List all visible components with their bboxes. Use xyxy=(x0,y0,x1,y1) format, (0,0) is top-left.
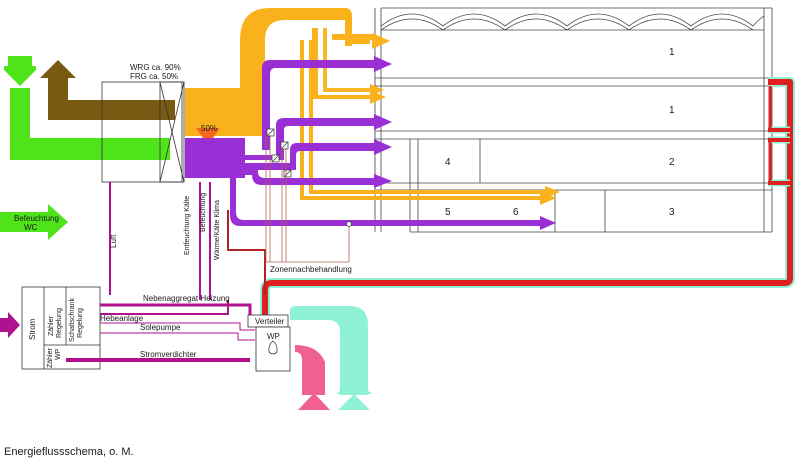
befeuchtung-wc-label-1: Befeuchtung xyxy=(14,214,59,223)
zonennachbehandlung-label: Zonennachbehandlung xyxy=(270,265,352,274)
pink-return-flow xyxy=(295,345,330,410)
strom-input-arrow xyxy=(0,312,20,338)
zone-label: 6 xyxy=(513,207,519,218)
zone-label: 1 xyxy=(669,47,675,58)
stromverdichter-label: Stromverdichter xyxy=(140,350,197,359)
zone-label: 5 xyxy=(445,207,451,218)
zone-label: 2 xyxy=(669,157,675,168)
frg-label: FRG ca. 50% xyxy=(130,72,178,81)
zone-treatment-lines xyxy=(265,135,350,263)
cyan-geothermal-flow xyxy=(290,306,372,410)
strom-panel xyxy=(21,286,101,370)
befeuchtung-wc-arrow xyxy=(0,204,68,240)
heat-pump xyxy=(247,314,291,372)
zone-label: 1 xyxy=(669,105,675,116)
zaehler-regelung-label-1: Zähler xyxy=(48,315,55,336)
building xyxy=(374,8,773,233)
schaltschrank-label-1: Schaltschrank xyxy=(69,298,76,342)
electric-feed-lines xyxy=(66,300,255,362)
wrg-label: WRG ca. 90% xyxy=(130,63,181,72)
befeuchtung-wc-label-2: WC xyxy=(24,223,38,232)
red-heating-circuit xyxy=(227,77,795,315)
zaehler-wp-label-2: WP xyxy=(55,348,62,360)
figure-caption: Energieflussschema, o. M. xyxy=(4,446,134,458)
zaehler-wp-label-1: Zähler xyxy=(47,347,54,368)
roof-arches xyxy=(380,7,772,31)
nebenaggregat-heizung-label: Nebenaggregat Heizung xyxy=(143,294,230,303)
luft-label: Luft xyxy=(109,234,118,248)
wp-label: WP xyxy=(267,332,280,341)
zaehler-regelung-label-2: Regelung xyxy=(56,308,63,338)
waerme-kaelte-klima-label: Wärme/Kälte Klima xyxy=(214,200,221,260)
percent-arrow xyxy=(196,128,220,145)
valve-symbols xyxy=(266,128,352,227)
energy-flow-diagram: 1 1 4 2 5 6 3 Befeuchtung WC WRG ca. 90%… xyxy=(0,7,795,410)
green-air-flow xyxy=(0,56,170,240)
air-handling-unit xyxy=(101,81,185,183)
ahu-feed-lines xyxy=(109,182,211,300)
zone-label: 4 xyxy=(445,157,451,168)
strom-label: Strom xyxy=(28,318,37,340)
solepumpe-label: Solepumpe xyxy=(140,323,181,332)
percent50-label: 50% xyxy=(201,124,217,133)
zone-label: 3 xyxy=(669,207,675,218)
brown-exhaust-flow xyxy=(40,60,175,120)
purple-cooling-flow xyxy=(185,56,556,230)
befeuchtung-label: Befeuchtung xyxy=(200,193,207,232)
entfeuchtung-kaelte-label: Entfeuchtung Kälte xyxy=(184,196,191,255)
schaltschrank-label-2: Regelung xyxy=(77,308,84,338)
hebeanlage-label: Hebeanlage xyxy=(100,314,144,323)
verteiler-label: Verteiler xyxy=(255,317,285,326)
zone-labels: 1 1 4 2 5 6 3 xyxy=(445,47,675,218)
